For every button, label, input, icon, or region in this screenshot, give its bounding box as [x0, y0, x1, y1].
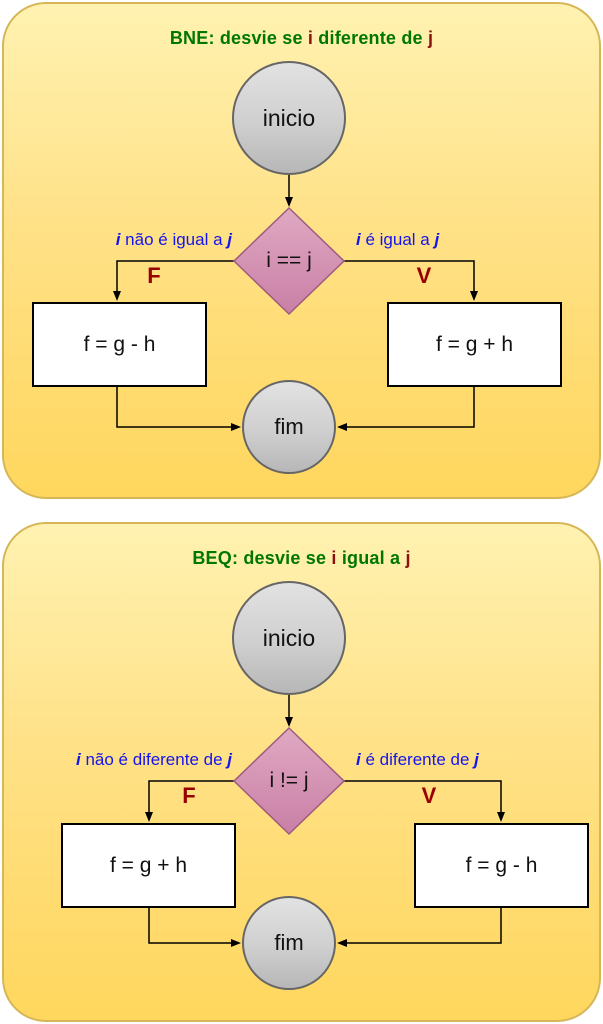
- decision-node-label: i != j: [269, 769, 309, 792]
- condition-text: é igual a: [360, 230, 435, 249]
- decision-node-label: i == j: [266, 249, 312, 272]
- panel-bne: BNE: desvie se i diferente de j inicio i…: [2, 2, 601, 499]
- end-node: fim: [242, 380, 336, 474]
- panel-beq: BEQ: desvie se i igual a j inicio i != j…: [2, 522, 601, 1022]
- condition-variable-j: j: [227, 750, 232, 769]
- condition-text: não é igual a: [120, 230, 228, 249]
- title-text: diferente de: [313, 28, 428, 48]
- condition-variable-i: i: [115, 230, 121, 249]
- title-text: igual a: [336, 548, 406, 568]
- title-text: BEQ: desvie se: [192, 548, 332, 568]
- condition-variable-j: j: [474, 750, 479, 769]
- connector-arrows-and-decision-diamond: [113, 175, 478, 431]
- condition-variable-i: i: [356, 750, 361, 769]
- title-variable-i: i: [331, 548, 337, 568]
- true-condition-label: i é diferente de j: [356, 750, 479, 770]
- process-box-true: f = g - h: [414, 823, 589, 908]
- condition-variable-i: i: [356, 230, 361, 249]
- true-condition-label: i é igual a j: [356, 230, 439, 250]
- condition-variable-j: j: [227, 230, 232, 249]
- false-condition-label: i não é diferente de j: [12, 750, 232, 770]
- end-node: fim: [242, 896, 336, 990]
- panel-title: BEQ: desvie se i igual a j: [4, 548, 599, 569]
- process-box-true: f = g + h: [387, 302, 562, 387]
- connector-arrows-and-decision-diamond: [145, 695, 505, 947]
- false-condition-label: i não é igual a j: [34, 230, 232, 250]
- condition-variable-i: i: [76, 750, 81, 769]
- title-variable-i: i: [307, 28, 314, 48]
- true-branch-letter: V: [416, 263, 432, 288]
- start-node: inicio: [232, 61, 346, 175]
- condition-variable-j: j: [434, 230, 440, 249]
- start-node: inicio: [232, 581, 346, 695]
- false-branch-letter: F: [182, 783, 196, 808]
- true-branch-letter: V: [421, 783, 437, 808]
- panel-title: BNE: desvie se i diferente de j: [4, 28, 599, 49]
- title-text: BNE: desvie se: [169, 28, 308, 48]
- title-variable-j: j: [405, 548, 411, 568]
- condition-text: é diferente de: [360, 750, 475, 769]
- condition-text: não é diferente de: [80, 750, 228, 769]
- title-variable-j: j: [427, 28, 434, 48]
- false-branch-letter: F: [147, 263, 161, 288]
- process-box-false: f = g + h: [61, 823, 236, 908]
- process-box-false: f = g - h: [32, 302, 207, 387]
